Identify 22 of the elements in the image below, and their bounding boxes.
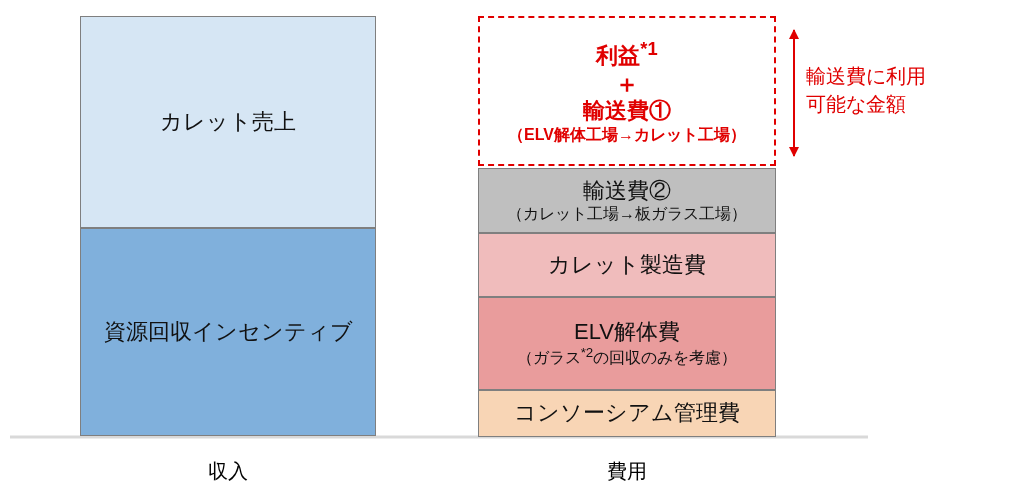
block-note: （ELV解体工場→カレット工場） (508, 124, 746, 145)
block-title: カレット製造費 (548, 251, 706, 279)
block-title: 資源回収インセンティブ (103, 318, 353, 346)
block-title: カレット売上 (160, 108, 296, 136)
block-title: コンソーシアム管理費 (514, 400, 740, 427)
block-note: ＋ (615, 69, 639, 99)
dimension-label: 輸送費に利用可能な金額 (806, 64, 927, 117)
column-label: 収入 (208, 459, 248, 484)
block-note: 輸送費① (583, 98, 671, 125)
revenue-block (80, 16, 376, 228)
cost-block (478, 297, 776, 390)
block-note: （カレット工場→板ガラス工場） (507, 204, 747, 224)
cost-block (478, 390, 776, 437)
cost-block (478, 233, 776, 297)
block-note: （ガラス$^{*2}$の回収のみを考慮） (516, 345, 738, 368)
column-label: 費用 (607, 459, 647, 484)
block-title: 輸送費② (583, 177, 671, 205)
cost-block (478, 168, 776, 233)
block-title: 利益$^{*1}$ (596, 37, 658, 70)
revenue-block (80, 228, 376, 436)
dashed-box (478, 16, 776, 166)
block-title: ELV解体費 (574, 319, 680, 346)
